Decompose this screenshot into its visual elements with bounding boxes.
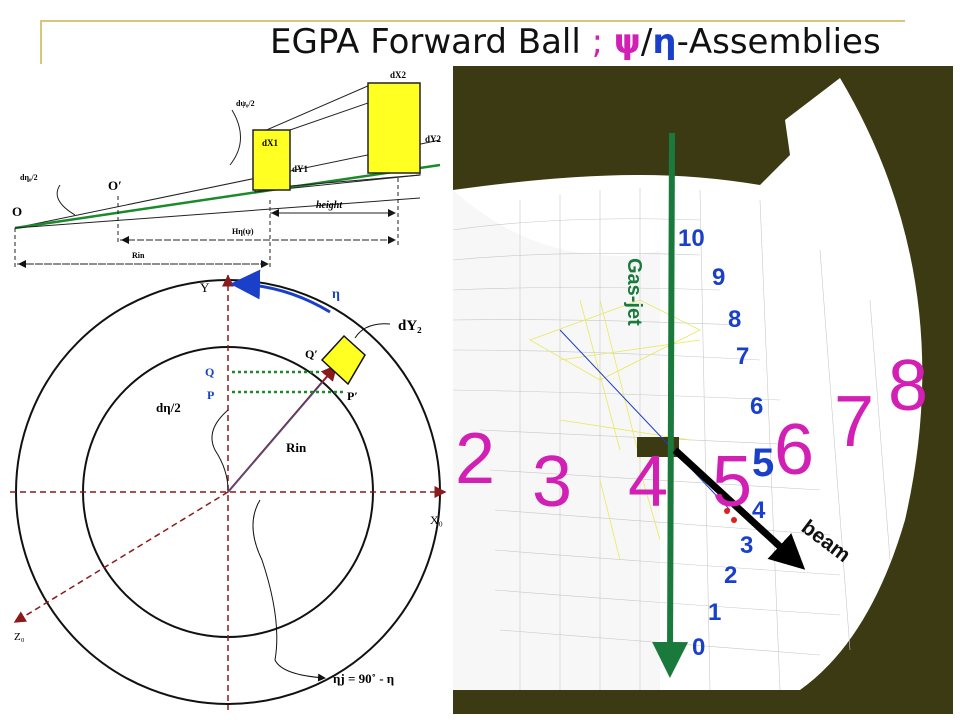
magenta-number-4: 4 xyxy=(628,442,668,522)
title-left-rule xyxy=(40,20,42,64)
magenta-number-3: 3 xyxy=(532,442,572,522)
label-dy2-circle: dY₂ xyxy=(398,318,422,334)
label-q: Q xyxy=(205,365,214,379)
label-gas-jet: Gas-jet xyxy=(623,258,645,326)
z-axis xyxy=(13,491,229,623)
magenta-number-8: 8 xyxy=(888,346,928,426)
title-part1: EGPA Forward Ball xyxy=(270,22,592,62)
frustum-edge-bottom xyxy=(289,174,421,187)
dy2-leader xyxy=(354,323,391,339)
blue-number-0: 0 xyxy=(692,634,705,661)
title-part2: -Assemblies xyxy=(676,22,881,62)
beam-guide-line xyxy=(559,329,731,511)
label-rin-circle: Rin xyxy=(286,440,307,455)
label-z0: Z₀ xyxy=(14,631,25,643)
label-deta-half-circle: dη/2 xyxy=(156,400,181,415)
center-axis-line xyxy=(14,163,441,230)
blue-ring-numbers: 0 1 2 3 4 5 6 7 8 9 10 xyxy=(678,225,774,661)
label-dy1: dY1 xyxy=(292,164,309,174)
label-y-axis: Y xyxy=(200,280,210,295)
psi-leader xyxy=(229,109,241,166)
label-dx2: dX2 xyxy=(390,70,407,80)
ray-lower-line xyxy=(14,197,421,229)
blue-number-3: 3 xyxy=(740,532,753,559)
label-dx1: dX1 xyxy=(262,138,279,148)
page-title: EGPA Forward Ball ; ψ/η-Assemblies xyxy=(270,22,881,62)
magenta-number-2: 2 xyxy=(455,419,495,499)
small-face-rect xyxy=(252,129,291,191)
label-x0: X₀ xyxy=(430,513,443,527)
red-dot-a xyxy=(724,508,730,514)
blue-number-10: 10 xyxy=(678,225,705,252)
magenta-number-7: 7 xyxy=(834,382,874,462)
detector-render: Gas-jet beam 0 1 2 3 4 5 6 7 8 9 10 2 3 … xyxy=(452,66,953,714)
blue-number-4: 4 xyxy=(752,497,766,524)
top-geometry-diagram: O O′ dη₀/2 dψ₀/2 dX1 dY1 dX2 dY2 height … xyxy=(12,70,442,268)
detector-shadow-region xyxy=(453,190,660,690)
label-eta-arc: η xyxy=(332,287,340,302)
magenta-number-5: 5 xyxy=(712,442,752,522)
blue-number-9: 9 xyxy=(712,264,725,291)
blue-number-1: 1 xyxy=(708,599,721,626)
eta-leader xyxy=(56,184,76,216)
inner-ray xyxy=(227,381,324,493)
deta-leader xyxy=(211,409,229,491)
label-q-prime: Q′ xyxy=(305,347,318,361)
gas-jet-arrow xyxy=(652,132,689,678)
label-o-prime: O′ xyxy=(108,178,122,193)
title-semicolon: ; xyxy=(591,22,604,62)
magenta-number-6: 6 xyxy=(774,410,814,490)
beam-arrow xyxy=(672,447,806,570)
label-p: P xyxy=(207,388,214,402)
label-h-eta-psi: Hη(ψ) xyxy=(232,227,254,236)
title-psi: ψ xyxy=(613,22,641,62)
detector-yellow-mesh xyxy=(529,299,701,561)
label-deta-half: dη₀/2 xyxy=(20,173,38,182)
label-o: O xyxy=(12,204,22,219)
label-height: height xyxy=(316,200,343,211)
blue-number-5: 5 xyxy=(752,441,774,485)
magenta-ring-numbers: 2 3 4 5 6 7 8 xyxy=(455,346,928,522)
large-face-rect xyxy=(367,82,421,174)
label-dy2: dY2 xyxy=(425,134,442,144)
dy2-block xyxy=(320,334,366,386)
label-eta-j: ηj = 90˚ - η xyxy=(333,671,394,686)
blue-number-7: 7 xyxy=(736,343,749,370)
blue-number-8: 8 xyxy=(728,306,741,333)
circle-diagram: Y X₀ Z₀ η dY₂ Q′ P′ Q P dη/2 Rin ηj = 90… xyxy=(10,269,447,710)
blue-number-6: 6 xyxy=(750,393,763,420)
title-top-rule xyxy=(40,20,905,22)
eta-arc-arrow xyxy=(230,269,331,314)
title-slash: / xyxy=(640,22,653,62)
etaj-leader xyxy=(252,499,326,682)
label-rin-top: Rin xyxy=(132,251,145,260)
label-dpsi-half: dψ₀/2 xyxy=(236,99,255,108)
label-p-prime: P′ xyxy=(347,389,358,403)
red-dot-b xyxy=(731,517,737,523)
title-eta: η xyxy=(652,22,677,62)
blue-number-2: 2 xyxy=(724,562,737,589)
